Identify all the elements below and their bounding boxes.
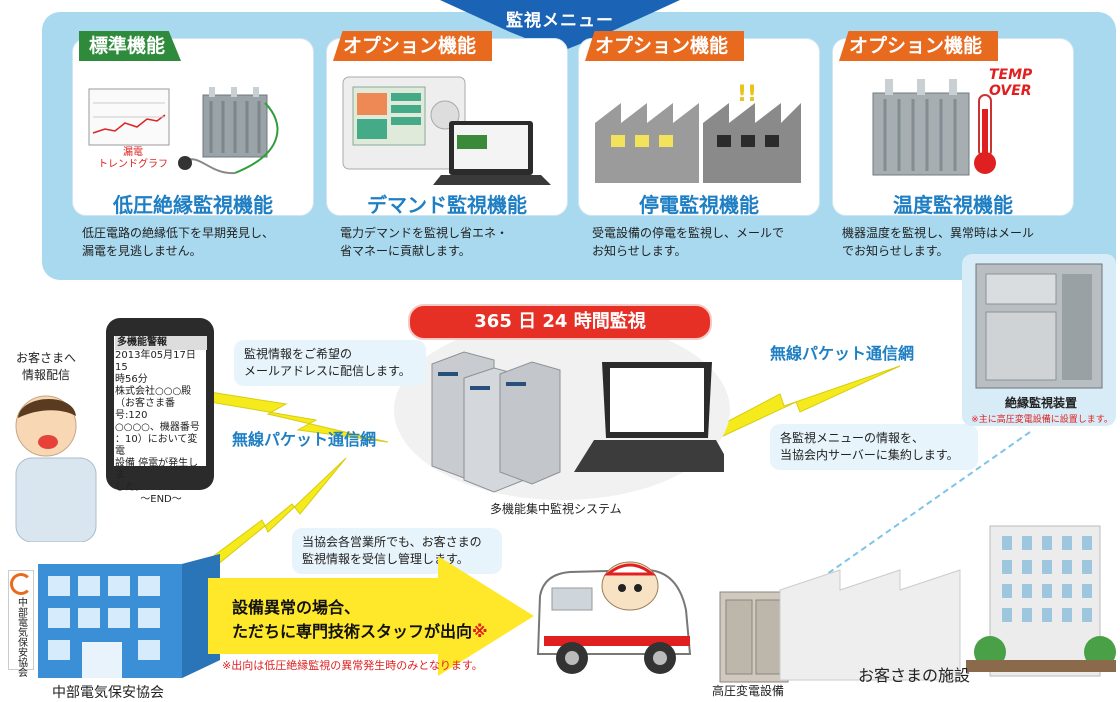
card-temperature-monitoring: オプション機能 TEMP OVER 温度監視機能	[832, 31, 1074, 217]
association-building	[38, 554, 220, 678]
card-tab: オプション機能	[333, 31, 493, 61]
insulation-monitor-device	[975, 263, 1103, 389]
card-tab: オプション機能	[585, 31, 745, 61]
wireless-network-label-left: 無線パケット通信網	[232, 430, 377, 449]
device-note: ※主に高圧変電設備に設置します。	[971, 415, 1113, 425]
association-name: 中部電気保安協会	[52, 685, 164, 701]
card-description: 低圧電路の絶縁低下を早期発見し、 漏電を見逃しません。	[82, 226, 275, 258]
temp-over-label: TEMP OVER	[989, 67, 1033, 99]
dispatch-note: ※出向は低圧絶縁監視の異常発生時のみとなります。	[222, 659, 483, 672]
card-tab: 標準機能	[79, 31, 182, 61]
svg-text:!!: !!	[737, 82, 757, 107]
card-description: 機器温度を監視し、異常時はメール でお知らせします。	[842, 226, 1035, 258]
server-system-illustration	[431, 351, 724, 493]
mail-delivery-bubble: 監視情報をご希望の メールアドレスに配信します。	[234, 340, 426, 386]
server-system-label: 多機能集中監視システム	[490, 502, 622, 516]
menu-title: 監視メニュー	[506, 11, 614, 31]
card-demand-monitoring: オプション機能 デマンド監視機能	[326, 31, 568, 217]
facility-label: お客さまの施設	[858, 666, 971, 685]
card-title: デマンド監視機能	[367, 193, 527, 217]
office-receive-bubble: 当協会各営業所でも、お客さまの 監視情報を受信し管理します。	[292, 528, 502, 574]
insulation-illustration	[88, 87, 279, 175]
dispatch-arrow	[208, 556, 534, 676]
association-sign: 中部電気保安協会	[8, 570, 34, 677]
card-description: 電力デマンドを監視し省エネ・ 省マネーに貢献します。	[340, 226, 509, 258]
card-description: 受電設備の停電を監視し、メールで お知らせします。	[592, 226, 785, 258]
phone-alert-message: 多機能警報 2013年05月17日15 時56分 株式会社○○○殿 （お客さま番…	[115, 336, 207, 506]
demand-illustration	[342, 76, 551, 185]
device-label: 絶縁監視装置	[1004, 396, 1077, 410]
dispatch-message: 設備異常の場合、 ただちに専門技術スタッフが出向※	[232, 598, 488, 641]
customer-facility	[779, 525, 1116, 681]
service-van	[536, 561, 692, 674]
phone-alert-header: 多機能警報	[115, 336, 207, 350]
server-collect-bubble: 各監視メニューの情報を、 当協会内サーバーに集約します。	[770, 424, 978, 470]
menu-arrow	[440, 0, 680, 52]
card-title: 停電監視機能	[639, 193, 759, 217]
card-title: 温度監視機能	[893, 193, 1013, 217]
card-tab: オプション機能	[839, 31, 999, 61]
wireless-network-label-right: 無線パケット通信網	[770, 344, 915, 363]
customer-person-illustration	[15, 395, 97, 542]
card-title: 低圧絶縁監視機能	[113, 193, 273, 217]
smartphone-illustration	[106, 318, 214, 490]
banner-24-7-monitoring: 365 日 24 時間監視	[408, 304, 712, 340]
substation-label: 高圧変電設備	[712, 684, 785, 698]
card-low-voltage-insulation: 標準機能 漏電 トレンドグラフ 低圧絶縁監視機能	[72, 31, 314, 217]
factory-illustration: !!	[595, 82, 801, 183]
trend-graph-label: 漏電 トレンドグラフ	[98, 147, 168, 170]
association-logo-icon	[10, 573, 32, 595]
card-power-outage-monitoring: オプション機能 !! 停電監視機能	[578, 31, 820, 217]
transformer-illustration	[872, 79, 996, 176]
customer-notify-label: お客さまへ 情報配信	[15, 351, 76, 382]
